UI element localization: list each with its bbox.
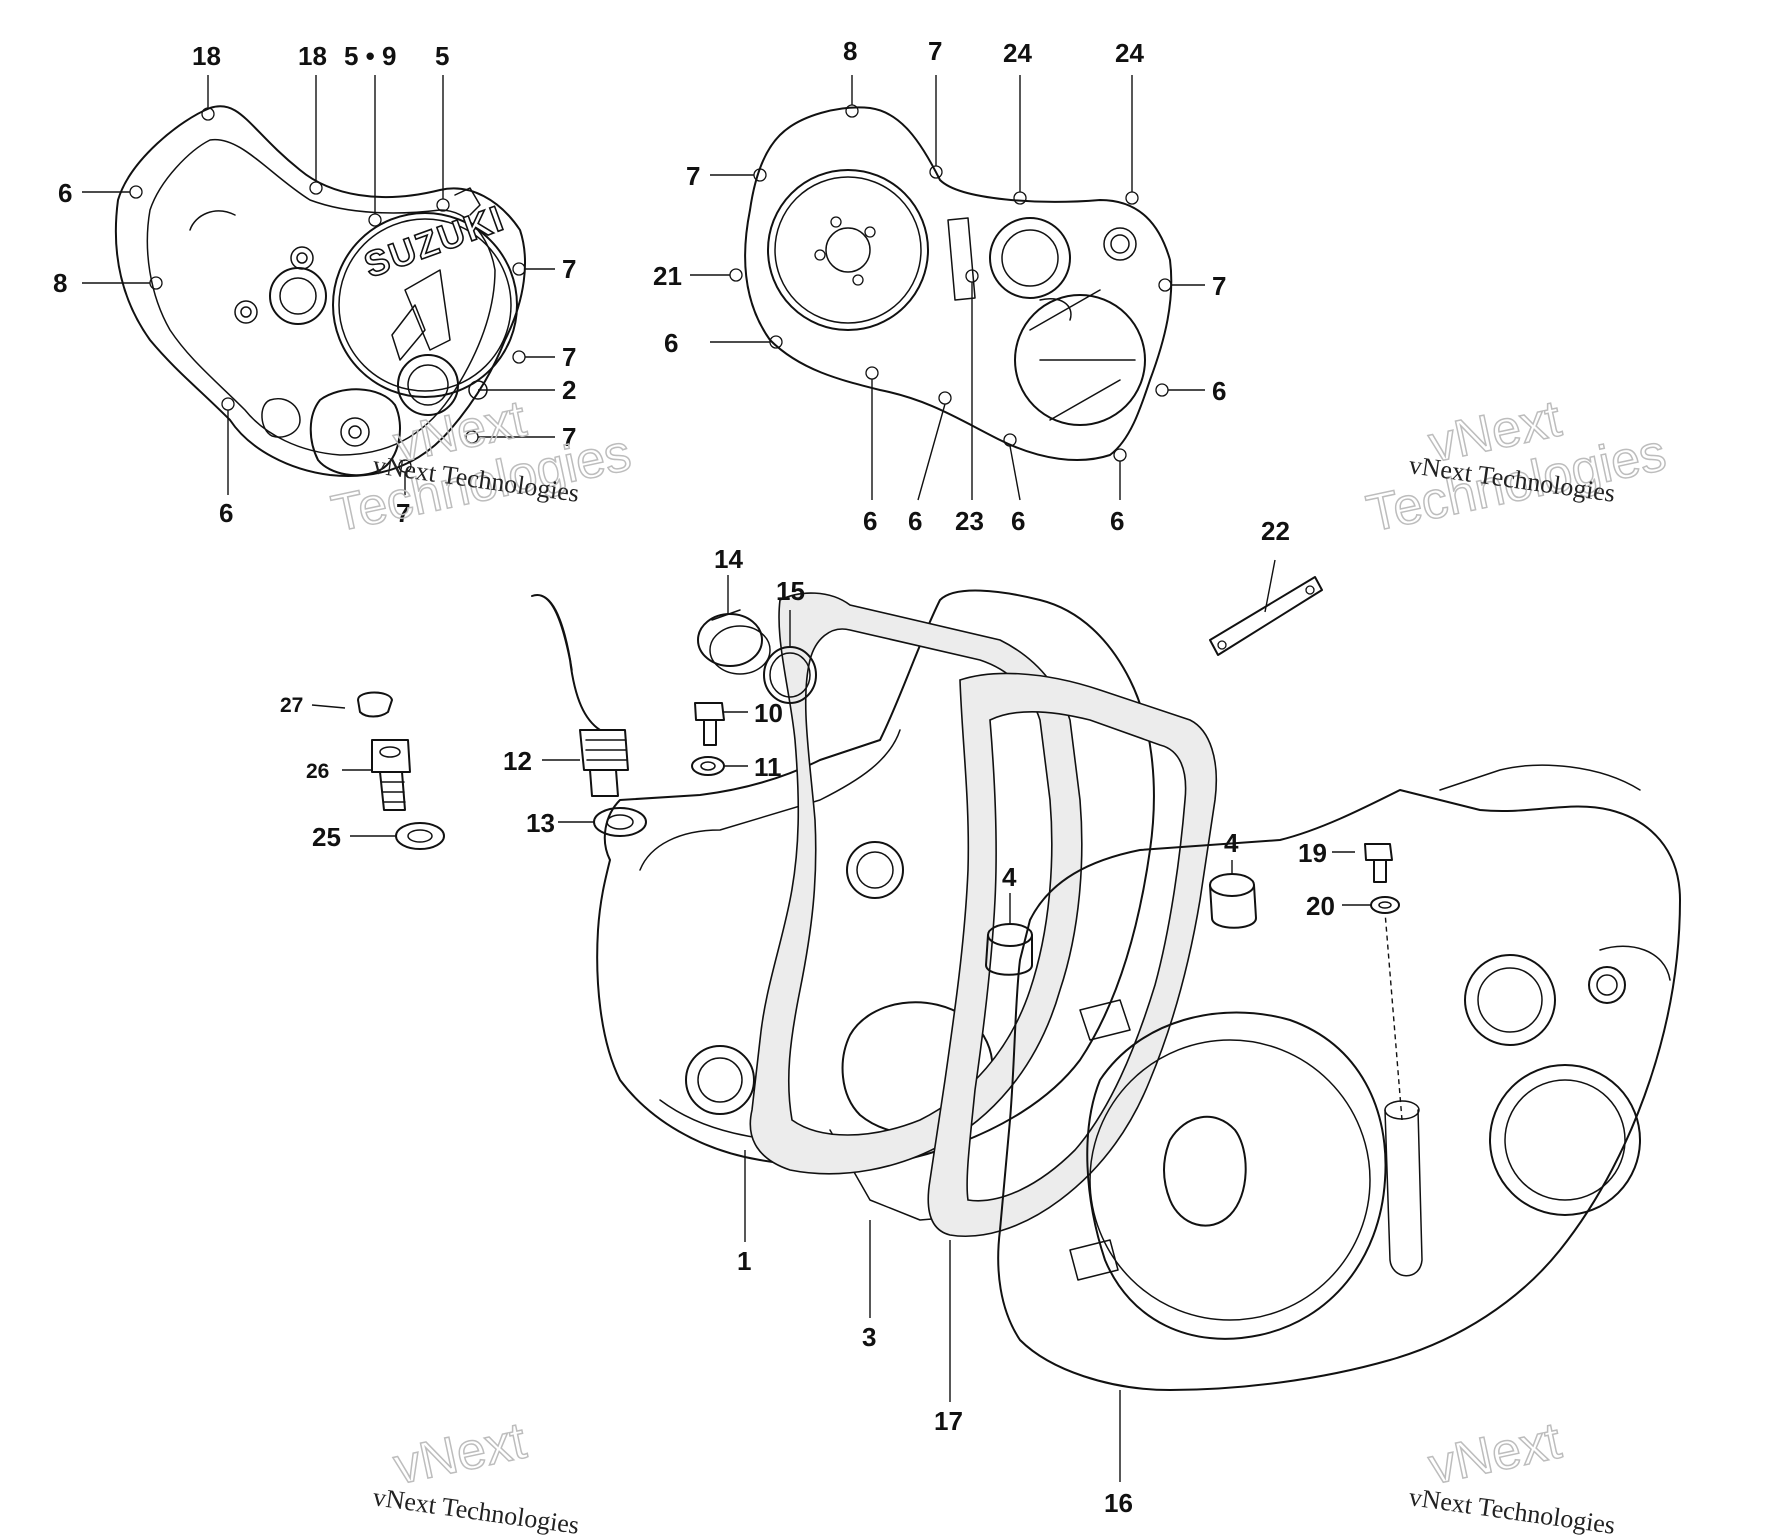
callout-16: 16 [1104,1488,1133,1518]
callout-26: 26 [306,760,329,783]
callout-22: 22 [1261,516,1290,546]
callout-1: 1 [737,1246,751,1276]
callout-labels: 18 18 5 • 9 5 6 8 7 7 2 7 6 7 8 7 24 24 … [53,36,1335,1518]
callout-7-left-cover-d: 7 [396,498,410,528]
callout-6-left-cover-a: 6 [58,178,72,208]
small-parts [357,576,1400,914]
crankcase-halves [596,589,1681,1391]
callout-10: 10 [754,698,783,728]
callout-7-right-cover-b: 7 [686,161,700,191]
callout-11: 11 [754,752,782,782]
callout-12: 12 [503,746,532,776]
callout-19: 19 [1298,838,1327,868]
callout-2: 2 [562,375,576,405]
callout-17: 17 [934,1406,963,1436]
callout-18-left: 18 [192,41,221,71]
callout-5-9: 5 • 9 [344,41,396,71]
callout-8-right-cover: 8 [843,36,857,66]
watermark-outline-a3: vNext [389,1412,532,1496]
callout-15: 15 [776,576,805,606]
dowel-pin-right [1209,873,1257,929]
callout-6-right-cover-c: 6 [863,506,877,536]
watermark-text-4: vNext Technologies [1407,1482,1617,1536]
callout-4-left: 4 [1002,862,1017,892]
callout-4-right: 4 [1224,828,1239,858]
callout-13: 13 [526,808,555,838]
callout-25: 25 [312,822,341,852]
callout-leaders [82,75,1403,1482]
callout-6-right-cover-a: 6 [664,328,678,358]
callout-21: 21 [653,261,682,291]
callout-27: 27 [280,694,303,717]
callout-6-right-cover-b: 6 [1212,376,1226,406]
watermarks: vNext Technologies vNext Technologies vN… [326,389,1671,1536]
callout-7-right-cover-a: 7 [928,36,942,66]
callout-6-right-cover-f: 6 [1110,506,1124,536]
callout-14: 14 [714,544,743,574]
callout-24-a: 24 [1003,38,1032,68]
callout-6-left-cover-b: 6 [219,498,233,528]
callout-7-left-cover-b: 7 [562,342,576,372]
callout-18-right: 18 [298,41,327,71]
callout-5: 5 [435,41,449,71]
callout-3: 3 [862,1322,876,1352]
callout-20: 20 [1306,891,1335,921]
callout-23: 23 [955,506,984,536]
callout-7-left-cover-c: 7 [562,422,576,452]
callout-8-left-cover: 8 [53,268,67,298]
callout-7-left-cover-a: 7 [562,254,576,284]
watermark-outline-a4: vNext [1424,1412,1567,1496]
callout-24-b: 24 [1115,38,1144,68]
watermark-text-3: vNext Technologies [371,1482,581,1536]
callout-6-right-cover-e: 6 [1011,506,1025,536]
callout-6-right-cover-d: 6 [908,506,922,536]
right-crankcase-cover [729,104,1173,462]
callout-7-right-cover-c: 7 [1212,271,1226,301]
